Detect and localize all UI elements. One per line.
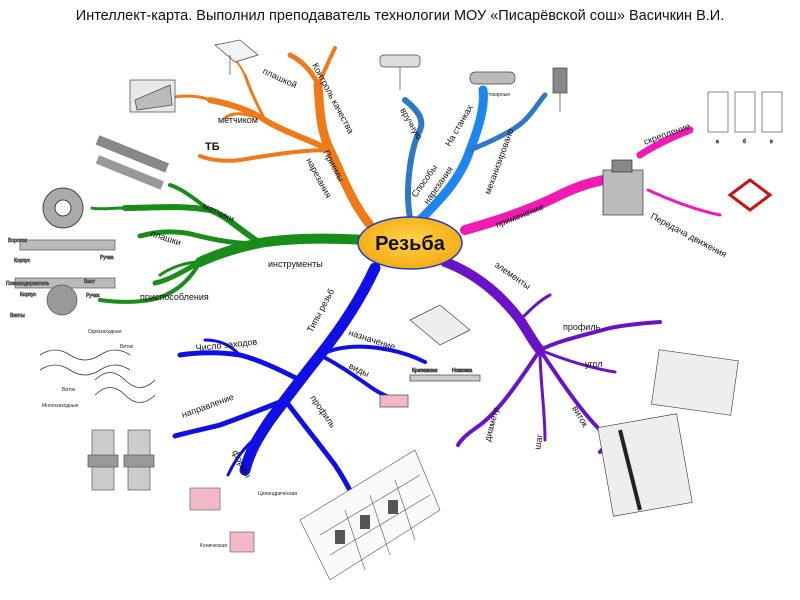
branch-darkblue	[172, 262, 427, 503]
tool-label-5: Корпус	[20, 292, 37, 298]
branch-lightblue	[402, 85, 548, 225]
image-profile-table	[299, 449, 441, 581]
bolt-a: а	[716, 139, 719, 145]
label-vitok-2: Виток	[62, 387, 76, 393]
bolt-v: в	[770, 139, 773, 145]
image-machines: токарные	[469, 67, 568, 112]
center-label: Резьба	[375, 233, 446, 255]
branch-green	[90, 183, 370, 304]
label-vidy: виды	[347, 361, 371, 379]
tool-label-4: Винт	[84, 279, 96, 285]
image-saw: Крепежная Ножовка	[379, 304, 481, 408]
label-metchikom: метчиком	[218, 115, 258, 125]
image-bolt-types: а б в	[707, 91, 783, 145]
image-taps	[95, 135, 169, 190]
image-cyl-con: Цилиндрическая Коническая	[189, 487, 297, 553]
page-title: Интеллект-карта. Выполнил преподаватель …	[75, 8, 725, 24]
image-jack	[727, 178, 773, 212]
bolt-b: б	[743, 139, 746, 145]
label-instrumenty: инструменты	[268, 259, 323, 269]
label-profil-purple: профиль	[563, 322, 601, 332]
tool-label-6: Ручка	[86, 293, 100, 299]
image-tapping-tools	[129, 39, 259, 113]
label-prisposobleniya: приспособления	[140, 292, 209, 302]
tool-label-1: Корпус	[14, 258, 31, 264]
tool-label-7: Винты	[10, 313, 25, 319]
label-tb: ТБ	[205, 141, 220, 153]
image-die	[42, 187, 84, 229]
branch-orange	[173, 46, 375, 230]
label-vitok-1: Виток	[120, 344, 134, 350]
image-bolts-direction	[87, 429, 155, 491]
label-krep: Крепежная	[412, 368, 438, 374]
label-kon: Коническая	[200, 543, 227, 549]
label-cil: Цилиндрическая	[258, 491, 297, 497]
label-elementy: элементы	[493, 259, 533, 291]
image-handwheel	[379, 54, 421, 90]
label-ugol: угол	[585, 359, 603, 369]
label-shag: шаг	[532, 433, 545, 451]
tool-label-0: Вороток	[8, 238, 28, 244]
image-die-holder: Вороток Корпус Ручка Плашкодержатель Вин…	[6, 238, 116, 319]
center-node: Резьба	[357, 216, 463, 270]
image-thread-starts: Однозаходная Виток Виток Многозаходные	[39, 329, 156, 409]
label-mnogozahodnye: Многозаходные	[42, 403, 79, 409]
label-tipy: Типы резьб	[305, 287, 336, 334]
image-thread-profiles	[597, 349, 739, 517]
tool-label-2: Ручка	[100, 255, 114, 261]
tool-label-3: Плашкодержатель	[6, 281, 49, 287]
label-tokar: токарные	[488, 92, 510, 98]
label-plashkoy: плашкой	[261, 66, 298, 90]
label-odnozahodnaya: Однозаходная	[88, 329, 122, 335]
label-peredacha: Передача движения	[649, 211, 728, 260]
label-diametr: диаметр	[482, 406, 501, 443]
image-joint	[602, 159, 644, 216]
label-profil-blue: профиль	[308, 393, 338, 430]
label-nozhovka: Ножовка	[452, 368, 472, 374]
label-napravlenie: направление	[180, 392, 235, 420]
branch-magenta	[460, 126, 722, 235]
